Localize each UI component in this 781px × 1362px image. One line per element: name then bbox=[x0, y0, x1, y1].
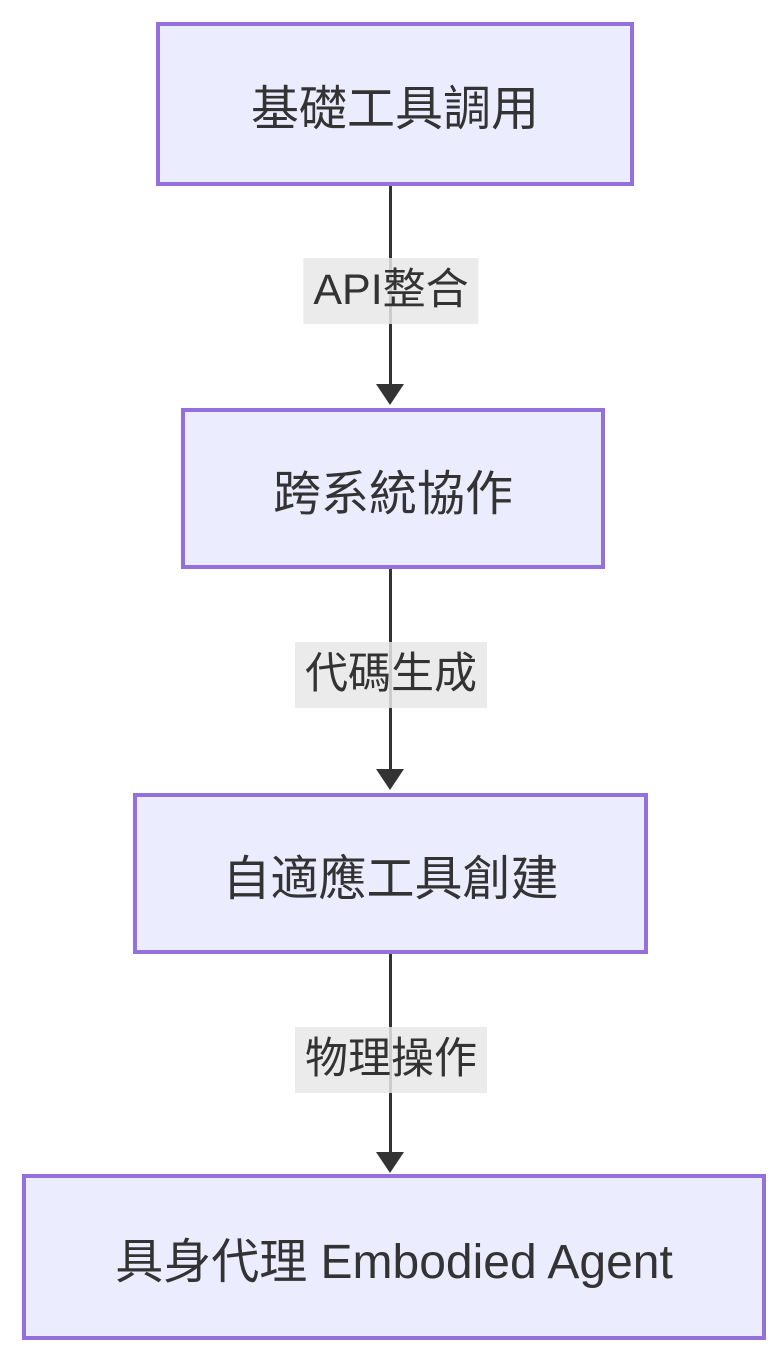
node-label: 跨系統協作 bbox=[272, 467, 513, 521]
node-adaptive-tool-creation: 自適應工具創建 bbox=[133, 793, 648, 954]
arrowhead-down-icon bbox=[376, 384, 404, 405]
edge-label-api-integration: API整合 bbox=[303, 258, 479, 324]
edge-label-text: 代碼生成 bbox=[305, 650, 477, 698]
arrowhead-down-icon bbox=[376, 1152, 404, 1173]
edge-label-text: 物理操作 bbox=[305, 1035, 477, 1083]
node-label: 具身代理 Embodied Agent bbox=[115, 1236, 673, 1289]
node-label: 自適應工具創建 bbox=[222, 852, 559, 906]
node-embodied-agent: 具身代理 Embodied Agent bbox=[22, 1174, 766, 1340]
node-label: 基礎工具調用 bbox=[250, 83, 539, 136]
edge-label-physical-operation: 物理操作 bbox=[295, 1027, 487, 1093]
edge-label-code-generation: 代碼生成 bbox=[295, 642, 487, 708]
node-basic-tool-calling: 基礎工具調用 bbox=[156, 22, 634, 186]
arrowhead-down-icon bbox=[376, 769, 404, 790]
node-cross-system-collaboration: 跨系統協作 bbox=[181, 408, 605, 569]
edge-label-text: API整合 bbox=[313, 266, 469, 314]
